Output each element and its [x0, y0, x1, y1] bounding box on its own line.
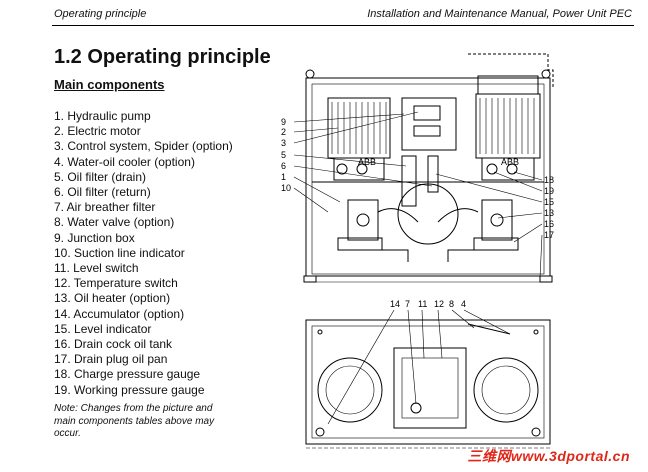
component-item: 5. Oil filter (drain): [54, 169, 147, 184]
callout-2: 2: [281, 127, 286, 137]
motor-badge-left: ABB: [358, 157, 376, 167]
callout-14: 14: [390, 299, 400, 309]
header-rule: [52, 25, 634, 26]
callout-6: 6: [281, 161, 286, 171]
callout-15: 15: [544, 197, 554, 207]
top-view-outline: [305, 319, 551, 445]
main-components-heading: Main components: [54, 77, 165, 92]
component-item: 7. Air breather filter: [54, 200, 156, 215]
callout-8: 8: [449, 299, 454, 309]
callout-3: 3: [281, 138, 286, 148]
callout-4: 4: [461, 299, 466, 309]
tank-top: [393, 347, 467, 429]
component-item: 14. Accumulator (option): [54, 306, 185, 321]
component-item: 17. Drain plug oil pan: [54, 352, 168, 367]
callout-13: 13: [544, 208, 554, 218]
callout-11: 11: [418, 299, 427, 309]
right-motor-top: [473, 357, 539, 423]
callout-19: 19: [544, 186, 554, 196]
component-item: 12. Temperature switch: [54, 276, 178, 291]
component-item: 11. Level switch: [54, 261, 139, 276]
callout-10: 10: [281, 183, 291, 193]
running-header-right: Installation and Maintenance Manual, Pow…: [367, 8, 632, 20]
frame-outline: [305, 77, 551, 277]
note-text: Note: Changes from the picture and main …: [54, 403, 215, 439]
callout-1: 1: [281, 172, 286, 182]
component-item: 13. Oil heater (option): [54, 291, 171, 306]
components-list: 1. Hydraulic pump 2. Electric motor 3. C…: [54, 109, 233, 398]
motor-badge-right: ABB: [501, 157, 519, 167]
component-item: 10. Suction line indicator: [54, 245, 185, 260]
component-item: 2. Electric motor: [54, 124, 141, 139]
running-header-left: Operating principle: [54, 8, 147, 20]
component-item: 1. Hydraulic pump: [54, 109, 151, 123]
component-item: 18. Charge pressure gauge: [54, 367, 201, 382]
watermark: 三维网www.3dportal.cn: [467, 448, 630, 464]
callout-9: 9: [281, 117, 286, 127]
power-unit-diagram: 9 2 3 5 6 1 10 18 19 15 13 16 17 14 7 11…: [281, 53, 554, 449]
component-item: 8. Water valve (option): [54, 215, 175, 230]
component-item: 15. Level indicator: [54, 321, 152, 336]
callout-5: 5: [281, 150, 286, 160]
callout-17: 17: [544, 230, 554, 240]
component-item: 16. Drain cock oil tank: [54, 337, 173, 352]
component-item: 6. Oil filter (return): [54, 185, 151, 200]
callout-7: 7: [405, 299, 410, 309]
left-motor-top: [317, 357, 383, 423]
component-item: 3. Control system, Spider (option): [54, 139, 233, 154]
junction-box: [401, 97, 457, 151]
component-item: 19. Working pressure gauge: [54, 382, 205, 397]
callout-12: 12: [434, 299, 444, 309]
callout-16: 16: [544, 219, 554, 229]
component-item: 9. Junction box: [54, 230, 135, 245]
section-title: 1.2 Operating principle: [54, 46, 271, 68]
component-item: 4. Water-oil cooler (option): [54, 154, 195, 169]
right-motor: [475, 93, 541, 159]
callout-18: 18: [544, 175, 554, 185]
